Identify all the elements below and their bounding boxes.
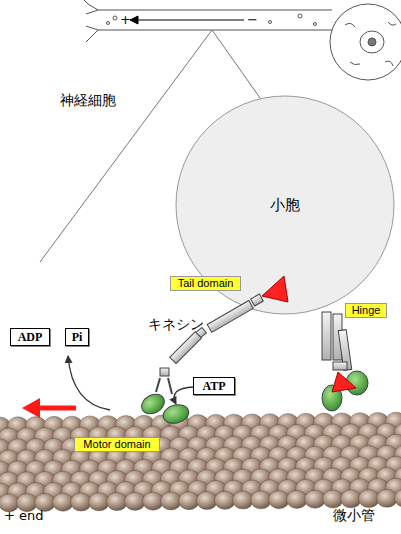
tail-domain-tag: Tail domain [170,276,241,291]
node-text: Hinge [352,305,381,316]
pi-box: Pi [65,328,89,346]
tubulin-subunit [395,489,401,507]
node-text: Tail domain [178,278,234,289]
motor-domain-tag: Motor domain [74,437,160,452]
node-text: ATP [202,380,225,392]
neuron-sketch [84,0,401,80]
movement-arrow [22,398,76,418]
minus-end-mark: − [247,13,258,26]
node-text: Pi [72,331,83,343]
node-text: 小胞 [270,196,300,215]
atp-box: ATP [193,377,235,395]
microtubule [0,412,401,512]
plus-end-mark: + [120,13,131,26]
neuron-label: 神経細胞 [60,93,116,107]
folded-kinesin [322,312,368,411]
plus-end-label: + end [4,509,44,522]
adp-box: ADP [10,328,50,346]
node-text: Motor domain [83,439,150,450]
node-text: ADP [18,331,43,343]
reaction-arrow [174,387,194,404]
microtubule-label: 微小管 [333,508,375,522]
hinge-tag: Hinge [345,303,387,318]
reaction-arrow [68,356,110,410]
kinesin-label: キネシン [148,317,204,331]
